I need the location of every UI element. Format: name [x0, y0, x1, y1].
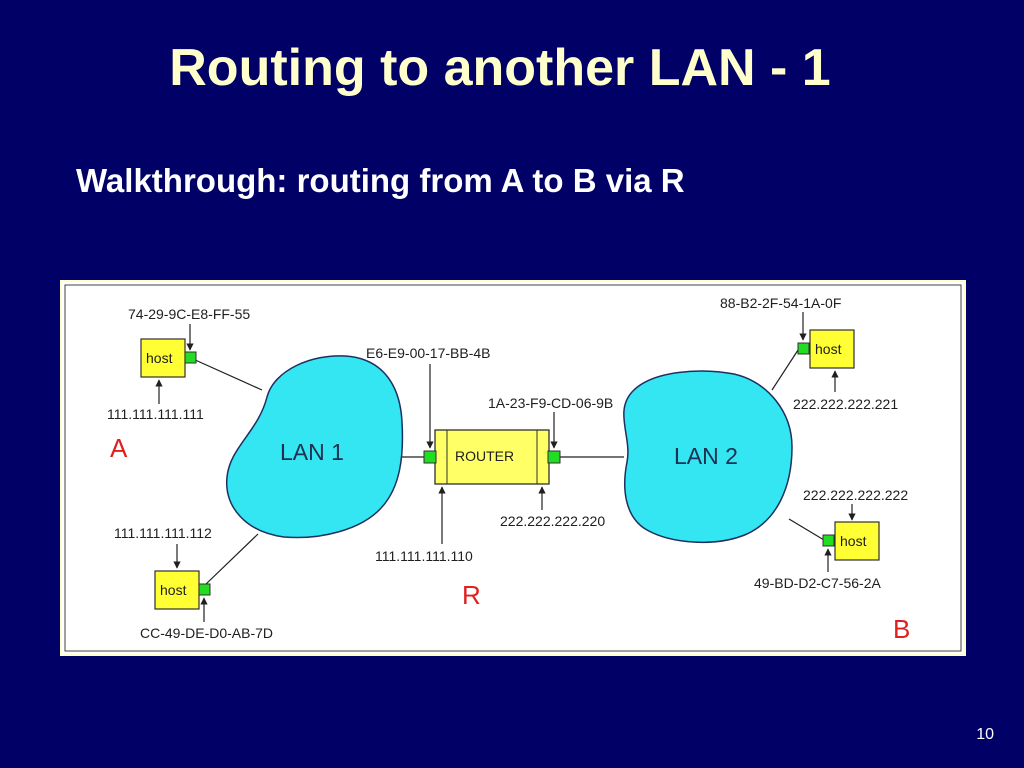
router-left-ip-label: 111.111.111.110 [375, 548, 473, 564]
lan2-label: LAN 2 [674, 443, 738, 469]
link-host-b-lan2 [788, 518, 825, 541]
host-c-mac-label: CC-49-DE-D0-AB-7D [140, 625, 273, 641]
slide-title: Routing to another LAN - 1 [169, 39, 831, 97]
tag-r: R [462, 580, 481, 610]
host-d-label: host [815, 341, 842, 357]
link-host-c-lan1 [204, 533, 259, 586]
host-d-box [809, 329, 855, 369]
host-a-ip-label: 111.111.111.111 [107, 406, 204, 422]
router-left-adapter [423, 450, 437, 464]
host-b-adapter [822, 534, 835, 547]
router-right-ip-label: 222.222.222.220 [500, 513, 605, 529]
router-label: ROUTER [455, 448, 514, 464]
host-b-label: host [840, 533, 867, 549]
host-c-ip-label: 111.111.111.112 [114, 525, 212, 541]
tag-b: B [893, 614, 910, 644]
host-b-box [834, 521, 880, 561]
network-diagram-canvas: LAN 1 LAN 2 ROUTER host host host host [64, 284, 962, 652]
inner-frame [64, 284, 962, 652]
host-d-adapter [797, 342, 810, 355]
router-right-mac-label: 1A-23-F9-CD-06-9B [488, 395, 613, 411]
host-a-box [140, 338, 186, 378]
lan2-cloud [623, 370, 793, 544]
slide-subtitle: Walkthrough: routing from A to B via R [76, 162, 685, 199]
host-c-label: host [160, 582, 187, 598]
host-b-ip-label: 222.222.222.222 [803, 487, 908, 503]
network-diagram: LAN 1 LAN 2 ROUTER host host host host [60, 280, 966, 656]
host-b-mac-label: 49-BD-D2-C7-56-2A [754, 575, 881, 591]
router-left-mac-label: E6-E9-00-17-BB-4B [366, 345, 491, 361]
host-a-label: host [146, 350, 173, 366]
router-right-adapter [547, 450, 561, 464]
host-d-mac-label: 88-B2-2F-54-1A-0F [720, 295, 841, 311]
router-box [434, 429, 550, 485]
page-number: 10 [976, 726, 994, 743]
host-c-adapter [198, 583, 211, 596]
link-host-a-lan1 [192, 358, 263, 391]
host-d-ip-label: 222.222.222.221 [793, 396, 898, 412]
lan1-cloud [226, 355, 404, 539]
host-a-mac-label: 74-29-9C-E8-FF-55 [128, 306, 250, 322]
tag-a: A [110, 433, 128, 463]
lan1-label: LAN 1 [280, 439, 344, 465]
link-host-d-lan2 [771, 346, 801, 391]
host-a-adapter [184, 351, 197, 364]
